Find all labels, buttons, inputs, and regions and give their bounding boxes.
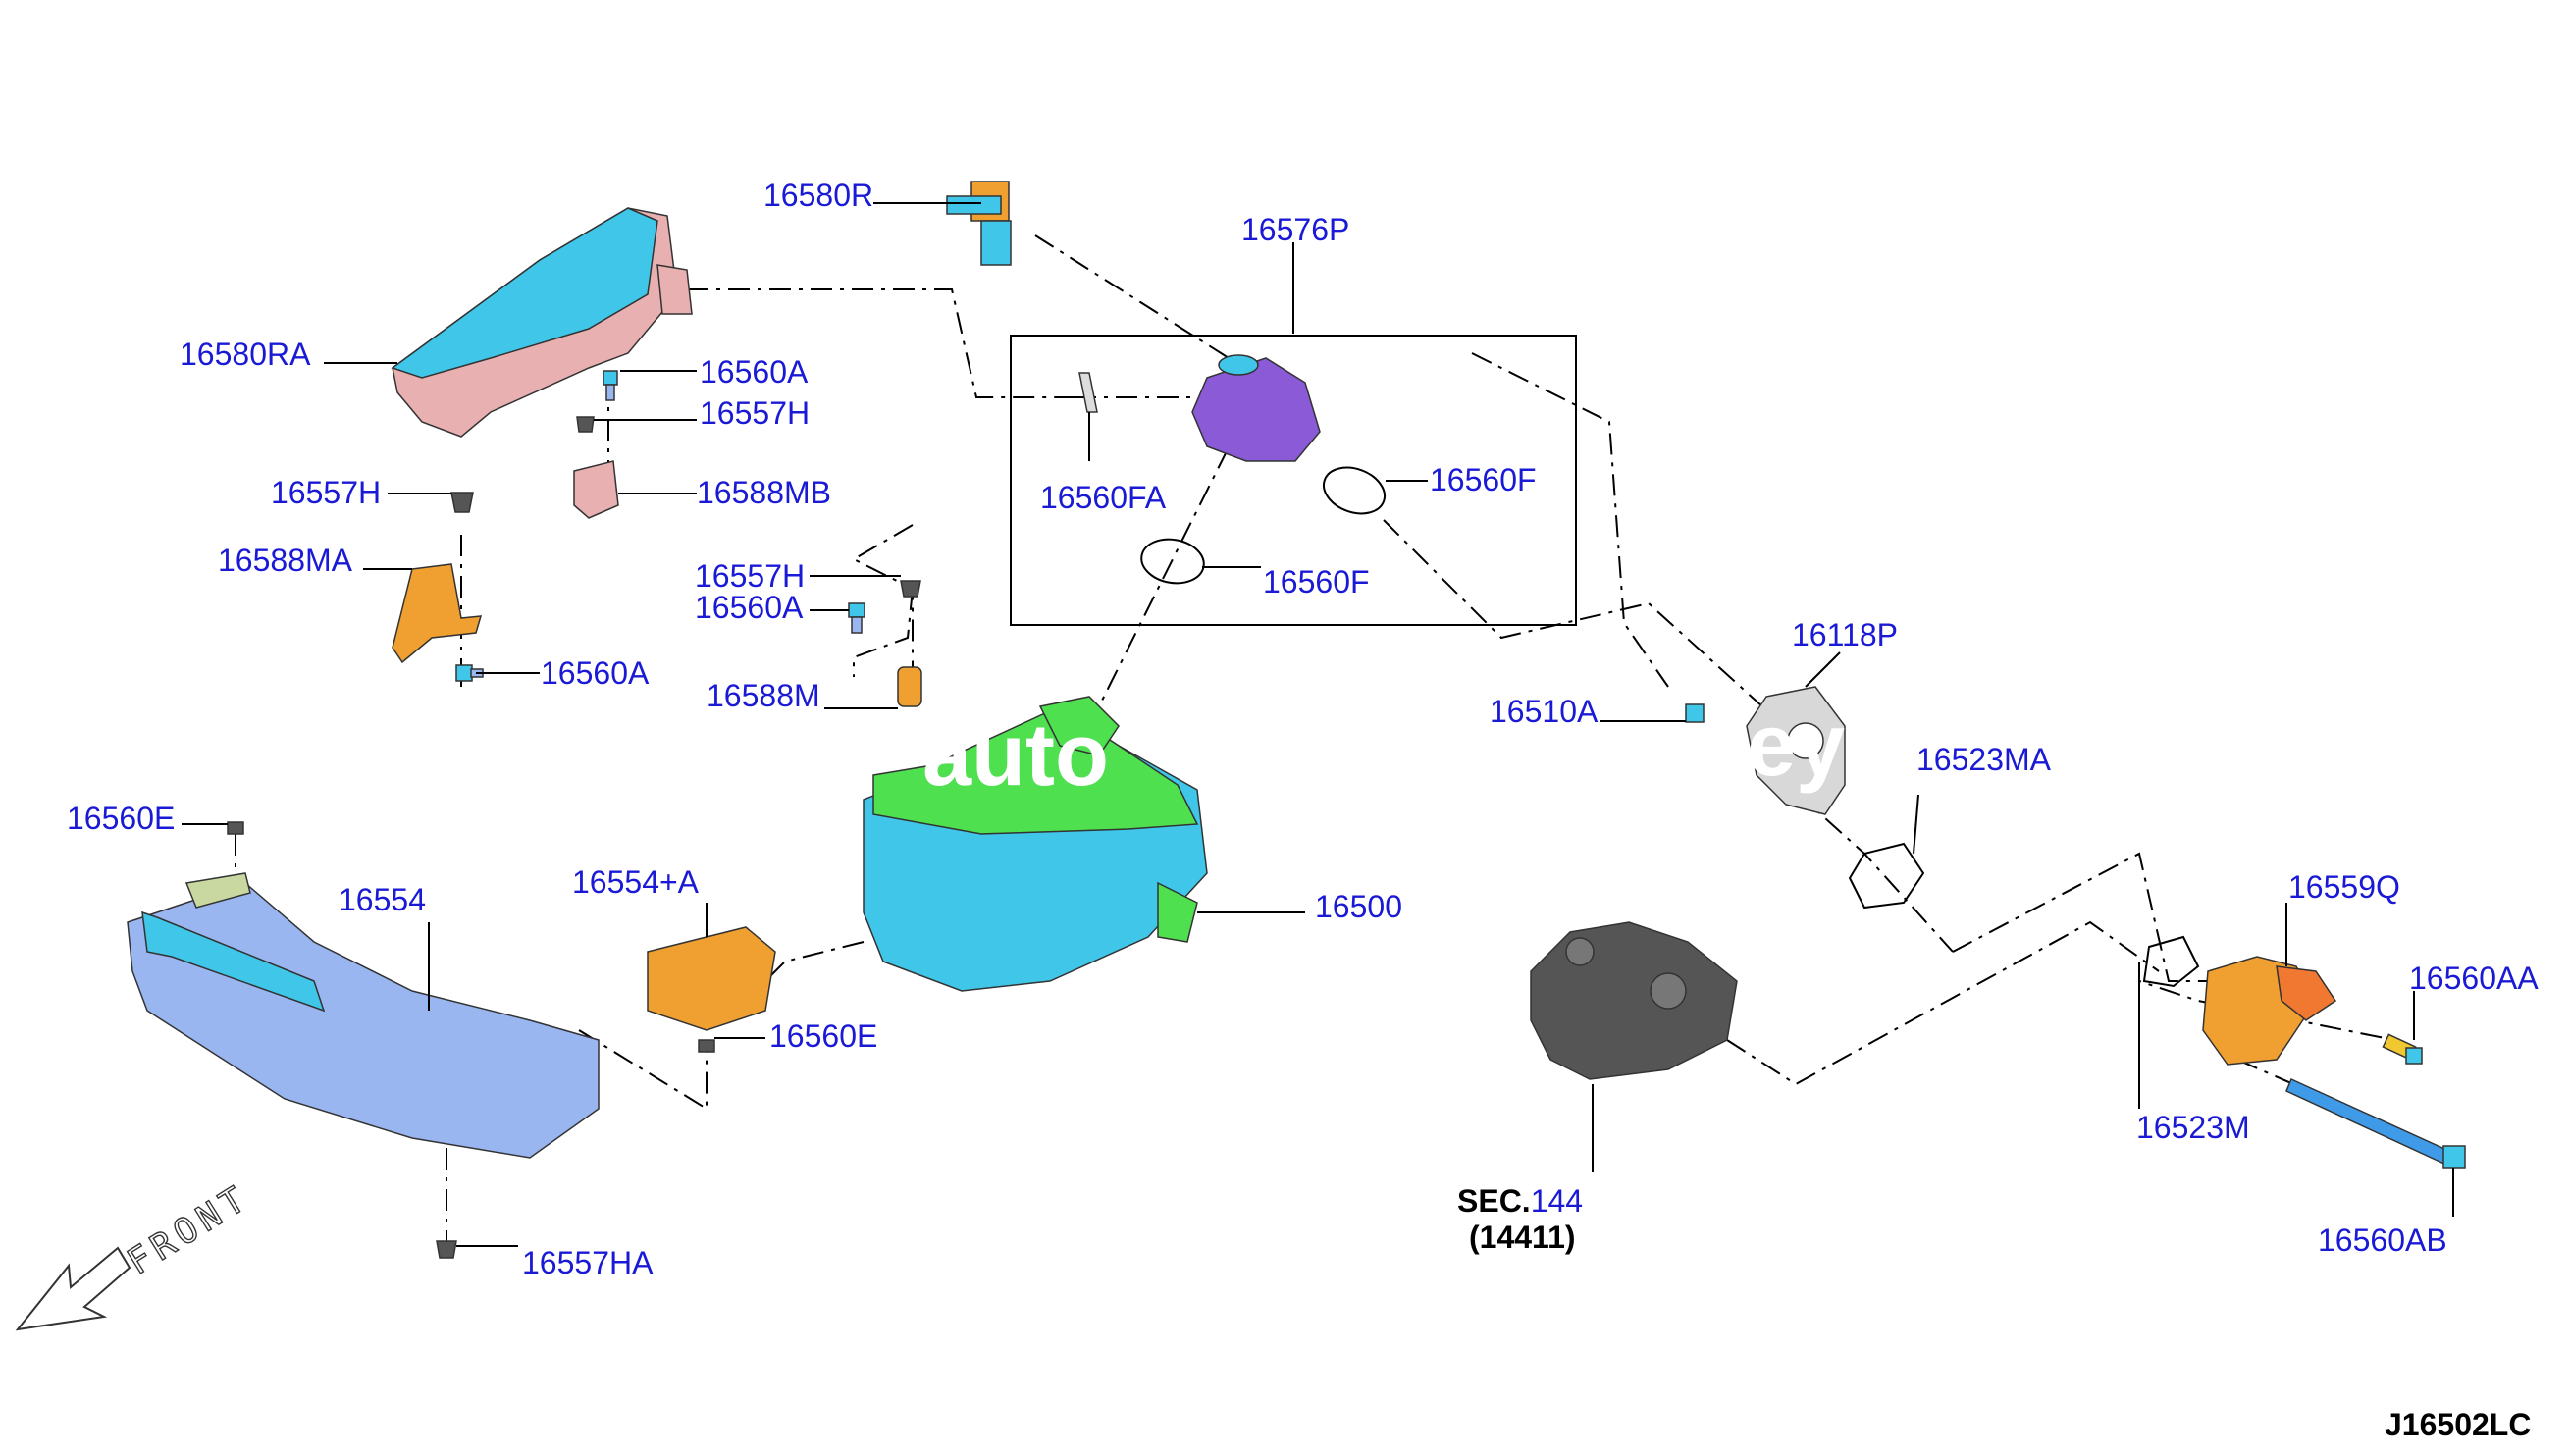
label-16559q: 16559Q: [2288, 869, 2400, 905]
part-16510a: [1685, 703, 1705, 723]
label-16554: 16554: [339, 882, 426, 917]
label-16560f-1: 16560F: [1430, 462, 1537, 497]
part-16560aa: [2382, 1033, 2423, 1065]
part-16580r: [946, 181, 1012, 266]
part-16554: [127, 872, 600, 1159]
part-16576p: [1191, 354, 1321, 462]
watermark: auto: [922, 706, 1109, 805]
label-16560a-2: 16560A: [541, 655, 650, 691]
label-16580ra: 16580RA: [180, 337, 311, 372]
part-16560e-1: [227, 821, 244, 835]
part-16560f-1: [1323, 466, 1386, 515]
label-16118p: 16118P: [1792, 617, 1898, 652]
part-16560a-1: [603, 370, 618, 401]
label-16557ha: 16557HA: [522, 1245, 654, 1280]
label-16554a: 16554+A: [572, 864, 700, 900]
label-16560e-2: 16560E: [769, 1018, 877, 1054]
part-16560ab: [2285, 1077, 2466, 1169]
part-16523m: [2142, 935, 2200, 988]
group-box-16576p: [1010, 335, 1577, 626]
sec-label: SEC.: [1457, 1183, 1531, 1219]
label-16560fa: 16560FA: [1040, 480, 1167, 515]
part-16557ha: [436, 1240, 457, 1259]
front-label: FRONT: [121, 1177, 257, 1283]
label-16500: 16500: [1315, 889, 1402, 924]
front-arrow: FRONT: [15, 1176, 258, 1331]
label-16560a-3: 16560A: [695, 590, 804, 625]
label-16560aa: 16560AA: [2409, 961, 2539, 996]
label-16557h-3: 16557H: [695, 558, 805, 594]
label-16588m: 16588M: [707, 678, 820, 713]
sec-reference: SEC.144 (14411): [1457, 1183, 1583, 1255]
label-16576p: 16576P: [1241, 212, 1349, 247]
label-16557h-2: 16557H: [271, 475, 381, 510]
part-16560e-2: [698, 1039, 715, 1053]
part-16554a: [647, 926, 776, 1031]
part-labels: 16580R 16576P 16580RA 16560A 16557H 1655…: [67, 178, 2539, 1280]
part-16557h-3: [900, 580, 921, 598]
part-16557h-1: [576, 416, 595, 433]
label-16560a-1: 16560A: [700, 354, 809, 390]
label-16523m: 16523M: [2136, 1110, 2250, 1145]
part-16523ma: [1848, 842, 1925, 910]
label-16580r: 16580R: [763, 178, 873, 213]
watermark-2: ey: [1747, 697, 1845, 795]
svg-text:SEC.144: SEC.144: [1457, 1183, 1583, 1219]
diagram-code: J16502LC: [2385, 1407, 2531, 1442]
label-16510a: 16510A: [1490, 694, 1599, 729]
label-16588ma: 16588MA: [218, 543, 353, 578]
part-16500: [863, 696, 1208, 992]
part-16588ma: [392, 563, 483, 664]
label-16557h-1: 16557H: [700, 395, 810, 431]
front-arrow-icon: [15, 1246, 131, 1331]
part-16588m: [897, 666, 922, 707]
part-16557h-2: [450, 492, 474, 513]
sec-sub-label: (14411): [1469, 1220, 1576, 1255]
part-16118p: [1746, 686, 1846, 815]
leader-lines: [182, 202, 2454, 1247]
part-16560a-3: [848, 602, 865, 634]
part-16560fa: [1078, 372, 1098, 413]
label-16560e-1: 16560E: [67, 801, 175, 836]
part-16559q: [2202, 956, 2337, 1066]
part-16580ra: [391, 207, 693, 438]
part-16588mb: [573, 460, 619, 519]
label-16523ma: 16523MA: [1916, 742, 2052, 777]
label-16588mb: 16588MB: [697, 475, 831, 510]
part-sec144: [1530, 921, 1738, 1080]
label-16560f-2: 16560F: [1263, 564, 1370, 599]
label-16560ab: 16560AB: [2318, 1222, 2447, 1258]
sec-number: 144: [1531, 1183, 1583, 1219]
